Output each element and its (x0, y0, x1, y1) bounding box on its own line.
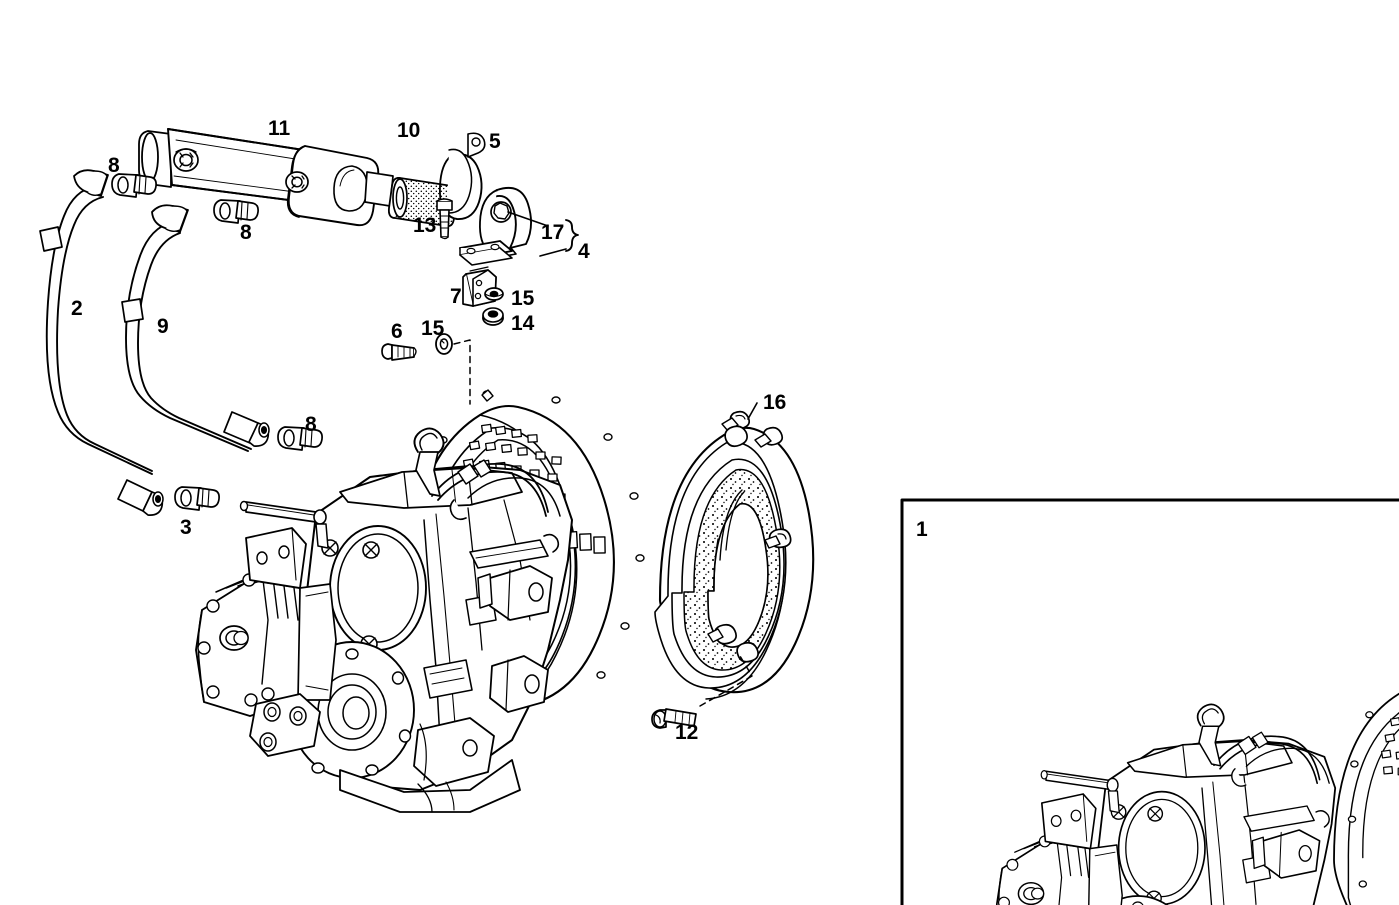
callout-7: 7 (450, 285, 462, 308)
callout-8-a: 8 (108, 154, 120, 177)
callout-12: 12 (675, 721, 699, 744)
callout-bracket-17-4 (539, 219, 579, 257)
callout-15-upper: 15 (511, 287, 535, 310)
callout-11: 11 (268, 117, 291, 140)
part-14-lock-nut (482, 307, 504, 326)
callout-2: 2 (71, 297, 83, 320)
cylinder-port-boss-front (285, 171, 309, 193)
part-4-mounting-clamp (459, 186, 549, 266)
part-12-mounting-bolt (651, 655, 753, 729)
callout-4: 4 (578, 240, 590, 263)
callout-9: 9 (157, 315, 169, 338)
gearbox-main-body (239, 427, 573, 813)
part-8-fitting-a (111, 173, 157, 198)
part-15-washer-lower (435, 333, 453, 355)
callout-15-lower: 15 (421, 317, 445, 340)
part-9-hydraulic-hose (121, 204, 270, 452)
housing-rim-bosses (707, 410, 792, 663)
inset-assembled-unit (995, 692, 1399, 905)
part-15-washer-upper (484, 287, 504, 301)
part-11-hydraulic-cylinder (138, 128, 394, 227)
callout-10: 10 (397, 119, 421, 142)
callout-16: 16 (763, 391, 787, 414)
callout-17: 17 (541, 221, 565, 244)
cylinder-port-boss-rear (173, 148, 199, 172)
callout-3: 3 (180, 516, 192, 539)
callout-1-inset: 1 (916, 518, 928, 541)
part-8-fitting-b (213, 199, 259, 224)
callout-5: 5 (489, 130, 501, 153)
part-2-hydraulic-hose (39, 169, 164, 516)
callout-13: 13 (413, 214, 437, 237)
part-8-fitting-c (277, 426, 323, 451)
mount-bosses-right (477, 565, 553, 713)
part-3-fitting (174, 486, 220, 511)
part-5-split-ring-clamp (439, 132, 486, 220)
hydraulic-pump-assembly (195, 527, 337, 757)
callout-6: 6 (391, 320, 403, 343)
part-6-hex-bolt (381, 343, 417, 361)
callout-14: 14 (511, 312, 535, 335)
part-13-hex-bolt (436, 198, 453, 240)
part-16-flywheel-housing (654, 402, 815, 700)
callout-8-c: 8 (305, 413, 317, 436)
callout-8-b: 8 (240, 221, 252, 244)
